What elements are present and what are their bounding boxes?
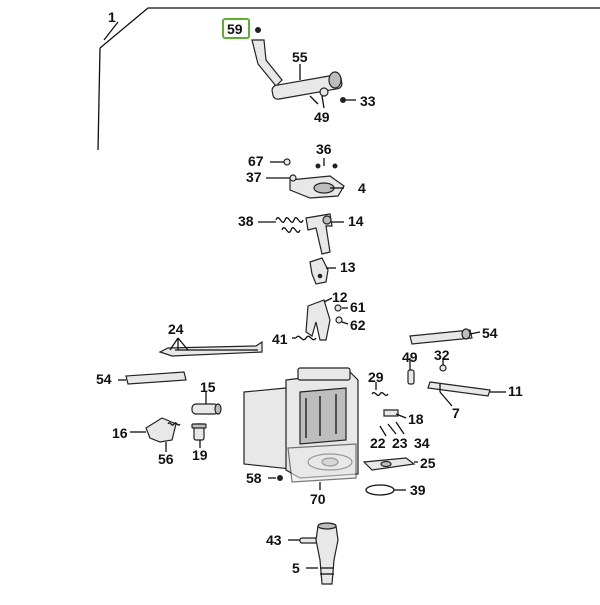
part-70-main-body (243, 367, 359, 483)
callout-14: 14 (348, 213, 364, 229)
callout-59-highlight-box (222, 18, 250, 39)
part-18-pin (383, 409, 399, 417)
callout-58: 58 (246, 470, 262, 486)
callout-34: 34 (414, 435, 430, 451)
callout-11: 11 (508, 383, 523, 399)
callout-4: 4 (358, 180, 366, 196)
part-19-screw (191, 423, 207, 441)
part-12-fork (305, 299, 343, 341)
callout-25: 25 (420, 455, 436, 471)
callout-33: 33 (360, 93, 376, 109)
callout-15: 15 (200, 379, 216, 395)
callout-70: 70 (310, 491, 326, 507)
callout-19: 19 (192, 447, 208, 463)
callout-24: 24 (168, 321, 184, 337)
callout-13: 13 (340, 259, 356, 275)
callout-59: 59 (227, 21, 243, 37)
callout-32: 32 (434, 347, 450, 363)
callout-62: 62 (350, 317, 366, 333)
part-5-nozzle (315, 522, 339, 585)
callout-16: 16 (112, 425, 128, 441)
part-38-springs (275, 217, 304, 233)
callout-49-right: 49 (402, 349, 418, 365)
callout-5: 5 (292, 560, 300, 576)
callout-36: 36 (316, 141, 332, 157)
callout-23: 23 (392, 435, 408, 451)
part-22-23-34-small-parts (379, 421, 405, 437)
part-16-latch (145, 417, 181, 443)
part-13-clip (309, 257, 329, 285)
frame-outline (97, 7, 600, 151)
callout-29: 29 (368, 369, 384, 385)
part-58-screw (277, 475, 283, 481)
part-4-cam-plate (283, 158, 345, 199)
callout-49: 49 (314, 109, 330, 125)
part-49-pin (407, 369, 415, 385)
callout-54-left: 54 (96, 371, 112, 387)
part-54-rod-left (125, 371, 187, 385)
callout-22: 22 (370, 435, 386, 451)
part-15-bushing (191, 403, 222, 415)
part-11-shaft (427, 381, 491, 397)
callout-18: 18 (408, 411, 424, 427)
part-55-lever-shaft (251, 27, 346, 105)
callout-43: 43 (266, 532, 282, 548)
callout-labels: 1 59 55 33 49 67 36 37 4 38 14 13 12 61 … (96, 9, 523, 576)
callout-61: 61 (350, 299, 366, 315)
leader-lines (118, 64, 506, 569)
callout-39: 39 (410, 482, 426, 498)
callout-56: 56 (158, 451, 174, 467)
callout-37: 37 (246, 169, 262, 185)
part-14-arm (305, 213, 333, 255)
callout-1: 1 (108, 9, 116, 25)
callout-41: 41 (272, 331, 288, 347)
part-32-ring (439, 364, 447, 372)
callout-7: 7 (452, 405, 460, 421)
part-39-o-ring (365, 484, 395, 496)
callout-38: 38 (238, 213, 254, 229)
callout-12: 12 (332, 289, 348, 305)
part-24-pins (158, 340, 263, 357)
callout-55: 55 (292, 49, 308, 65)
callout-67: 67 (248, 153, 264, 169)
part-29-spring (371, 391, 389, 397)
callout-54-right: 54 (482, 325, 498, 341)
part-54-rod-right (409, 328, 473, 345)
part-41-spring (295, 335, 317, 341)
part-25-plate (362, 457, 416, 471)
